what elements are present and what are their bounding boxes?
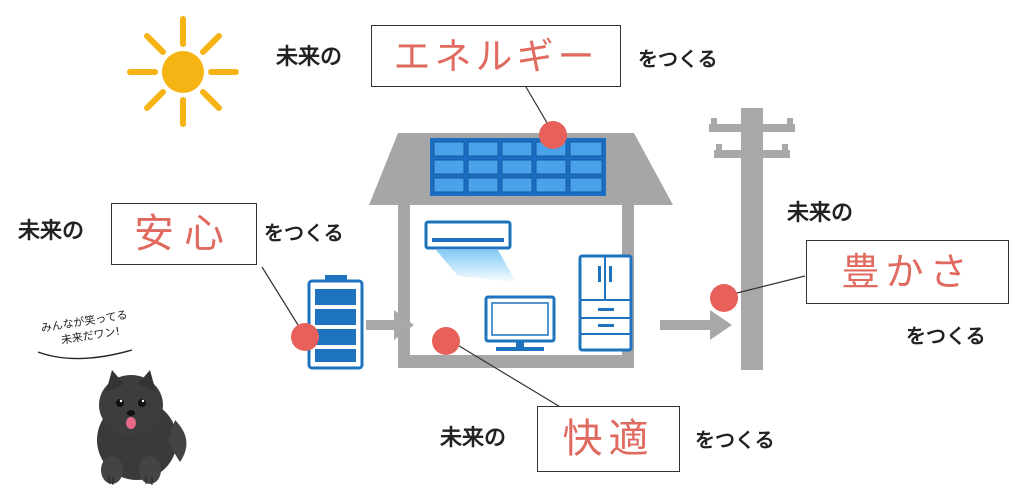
wealth-word: 豊かさ bbox=[841, 250, 974, 294]
energy-word: エネルギー bbox=[393, 34, 599, 78]
marker-dots bbox=[291, 121, 738, 355]
solar-panel-icon bbox=[430, 138, 606, 196]
energy-prefix: 未来の bbox=[276, 45, 343, 70]
refrigerator-icon bbox=[578, 254, 633, 352]
wealth-word-box: 豊かさ bbox=[806, 240, 1009, 304]
utility-pole-icon bbox=[709, 108, 795, 370]
wealth-suffix: をつくる bbox=[906, 324, 986, 348]
tv-icon bbox=[484, 295, 556, 351]
sun-icon bbox=[127, 16, 239, 127]
battery-icon bbox=[307, 275, 364, 370]
safety-marker-dot bbox=[291, 323, 319, 351]
speech-bubble-tail bbox=[37, 349, 133, 360]
comfort-suffix: をつくる bbox=[695, 428, 775, 452]
wealth-prefix: 未来の bbox=[787, 201, 854, 226]
comfort-marker-dot bbox=[432, 327, 460, 355]
energy-word-box: エネルギー bbox=[371, 25, 621, 87]
safety-prefix: 未来の bbox=[18, 219, 85, 244]
comfort-word: 快適 bbox=[562, 416, 655, 462]
energy-suffix: をつくる bbox=[638, 47, 718, 71]
safety-word-box: 安心 bbox=[111, 203, 257, 265]
dog-icon bbox=[97, 370, 187, 485]
wealth-marker-dot bbox=[710, 284, 738, 312]
energy-marker-dot bbox=[539, 121, 567, 149]
safety-suffix: をつくる bbox=[264, 221, 344, 245]
safety-word: 安心 bbox=[134, 211, 234, 257]
comfort-word-box: 快適 bbox=[537, 406, 680, 472]
comfort-prefix: 未来の bbox=[440, 426, 507, 451]
arrow-right-icon bbox=[366, 310, 732, 340]
air-conditioner-icon bbox=[424, 220, 516, 282]
